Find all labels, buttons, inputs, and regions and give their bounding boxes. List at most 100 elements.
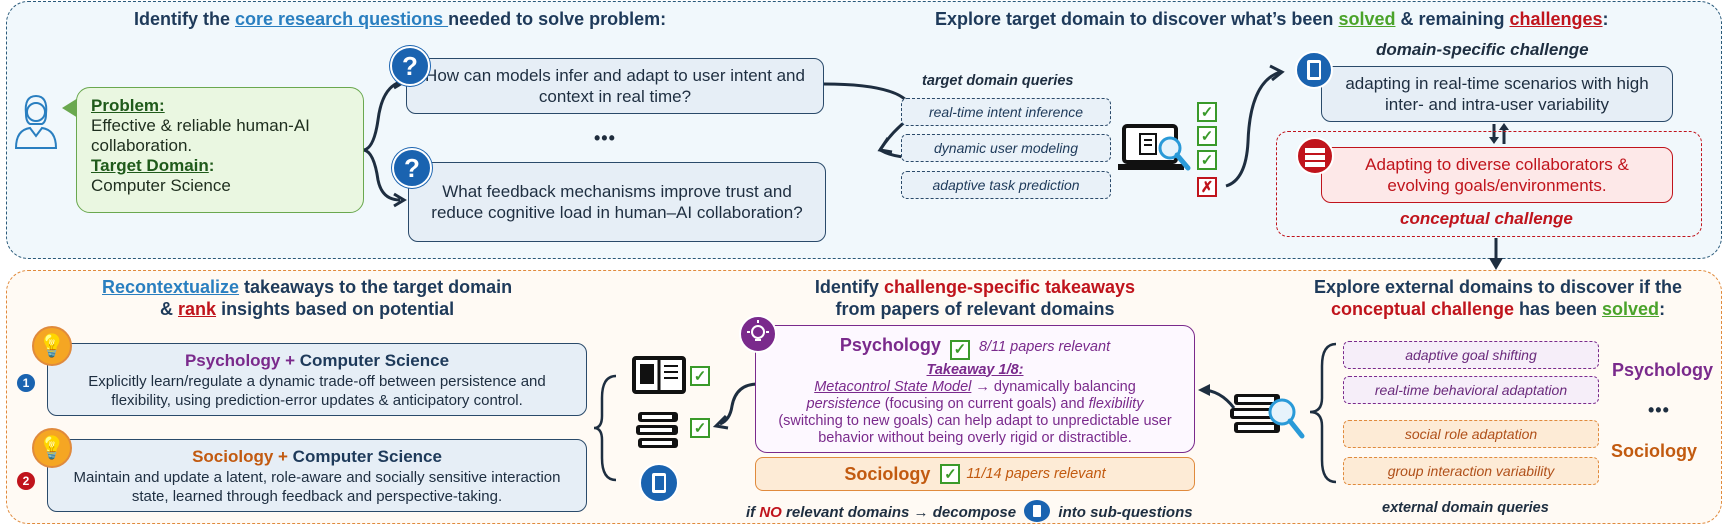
check-icon: ✓	[940, 464, 961, 484]
conceptual-challenge: Adapting to diverse collaborators & evol…	[1321, 147, 1673, 203]
problem-text: Effective & reliable human-AI collaborat…	[91, 116, 310, 155]
takeaway-text-1: (focusing on current goals) and	[880, 395, 1089, 412]
check-icon: ✓	[690, 366, 710, 386]
cross-icon: ✗	[1197, 177, 1217, 197]
check-icon: ✓	[1197, 126, 1217, 146]
insight-card-2: Sociology + Computer Science Maintain an…	[47, 439, 587, 512]
insight-text: Maintain and update a latent, role-aware…	[73, 469, 561, 505]
panel-connector-arrow	[1489, 238, 1503, 270]
sociology-label: Sociology	[1611, 441, 1698, 461]
sociology-domain: Sociology	[844, 463, 931, 484]
takeaway-relevant: 8/11 papers relevant	[978, 339, 1111, 355]
external-query-soc-1: social role adaptation	[1343, 420, 1599, 448]
research-question-1: How can models infer and adapt to user i…	[406, 58, 824, 114]
conceptual-text: Adapting to diverse collaborators & evol…	[1365, 155, 1629, 195]
books-search-icon	[1230, 394, 1305, 439]
heading-text: Explore target domain to discover what’s…	[935, 9, 1339, 29]
domain-dots: •••	[1648, 400, 1670, 420]
book-stack-icon	[636, 412, 678, 448]
heading-text: Identify the	[134, 9, 236, 29]
external-query-psych-2: real-time behavioral adaptation	[1343, 376, 1599, 404]
external-queries-caption: external domain queries	[1382, 500, 1549, 516]
check-icon: ✓	[949, 339, 970, 360]
insight-text: Explicitly learn/regulate a dynamic trad…	[88, 373, 546, 409]
problem-label: Problem:	[91, 96, 165, 115]
check-icon: ✓	[690, 418, 710, 438]
heading-text: :	[1602, 9, 1609, 29]
heading-text: :	[1659, 299, 1666, 319]
domain-colon: :	[208, 156, 215, 175]
sociology-relevant: 11/14 papers relevant	[966, 466, 1106, 482]
heading-text: insights based on potential	[216, 299, 455, 319]
domain-text: Computer Science	[91, 176, 231, 195]
rank-badge-2: 2	[17, 472, 35, 490]
challenges-text: challenges	[1509, 9, 1603, 29]
external-arrow	[1198, 384, 1236, 409]
check-icon: ✓	[1197, 102, 1217, 122]
note-text: into sub-questions	[1054, 504, 1193, 521]
heading-text: takeaways to the target domain	[239, 277, 513, 297]
note-text: relevant domains → decompose	[781, 504, 1021, 521]
note-no: NO	[759, 504, 782, 521]
heading-text: from papers of relevant domains	[835, 299, 1115, 319]
conceptual-challenge-text: conceptual challenge	[1330, 299, 1514, 319]
heading-text: &	[160, 299, 179, 319]
question-icon: ?	[390, 46, 430, 86]
book-icon	[1295, 51, 1333, 89]
lightbulb-icon: 💡	[32, 326, 72, 366]
external-query-soc-2: group interaction variability	[1343, 457, 1599, 485]
note-text: if	[746, 504, 760, 521]
question-text: How can models infer and adapt to user i…	[425, 66, 805, 106]
target-query-1: real-time intent inference	[901, 98, 1111, 126]
bottom-mid-heading: Identify challenge-specific takeaways fr…	[800, 276, 1150, 320]
decompose-note: if NO relevant domains → decompose into …	[746, 500, 1193, 522]
book-circle-icon	[639, 463, 679, 503]
problem-bubble: Problem: Effective & reliable human-AI c…	[76, 87, 364, 213]
idea-icon	[739, 315, 777, 353]
stacked-books-icon	[1296, 137, 1334, 175]
solved-text: solved	[1338, 9, 1396, 29]
domain-specific-caption: domain-specific challenge	[1376, 40, 1589, 59]
heading-text: Identify	[814, 277, 884, 297]
target-query-2: dynamic user modeling	[901, 134, 1111, 162]
top-left-heading: Identify the core research questions nee…	[134, 8, 666, 30]
check-icon: ✓	[1197, 150, 1217, 170]
takeaway-title: Takeaway 1/8:	[926, 361, 1024, 378]
takeaway-word-1: persistence	[806, 395, 881, 412]
heading-text: has been	[1514, 299, 1603, 319]
bottom-left-heading: Recontextualize takeaways to the target …	[102, 276, 512, 320]
insight-domain-a: Sociology	[192, 447, 274, 466]
recontextualize-link: Recontextualize	[102, 277, 240, 297]
insight-card-1: Psychology + Computer Science Explicitly…	[47, 343, 587, 416]
takeaway-arrow	[712, 382, 759, 430]
takeaway-text-2: (switching to new goals) can help adapt …	[778, 412, 1172, 446]
ellipsis: •••	[594, 128, 616, 148]
heading-text: needed to solve problem:	[448, 9, 667, 29]
takeaway-model: Metacontrol State Model	[814, 378, 972, 395]
insight-domain-b: Computer Science	[299, 351, 450, 370]
heading-link: core research questions	[235, 9, 449, 29]
target-queries-caption: target domain queries	[922, 73, 1074, 89]
domain-specific-challenge: adapting in real-time scenarios with hig…	[1321, 66, 1673, 122]
domain-label: Target Domain	[91, 156, 209, 175]
book-inline-icon	[1024, 500, 1051, 522]
external-bracket	[1309, 342, 1337, 484]
speech-tail	[62, 98, 78, 118]
insight-domain-b: Computer Science	[292, 447, 442, 466]
insight-domain-a: Psychology	[184, 351, 281, 370]
bottom-right-heading: Explore external domains to discover if …	[1300, 276, 1696, 320]
takeaways-text: challenge-specific takeaways	[883, 277, 1136, 297]
target-query-3: adaptive task prediction	[901, 171, 1111, 199]
question-icon: ?	[392, 148, 432, 188]
conceptual-caption: conceptual challenge	[1400, 209, 1573, 228]
takeaway-arrow-text: → dynamically balancing	[971, 378, 1136, 395]
user-avatar-icon	[14, 94, 58, 149]
swap-arrows-icon	[1489, 123, 1509, 144]
solved-text: solved	[1602, 299, 1660, 319]
heading-text: Explore external domains to discover if …	[1313, 277, 1683, 297]
external-query-psych-1: adaptive goal shifting	[1343, 341, 1599, 369]
lightbulb-icon: 💡	[32, 428, 72, 468]
takeaway-word-2: flexibility	[1088, 395, 1144, 412]
psychology-label: Psychology	[1612, 360, 1714, 380]
takeaway-domain: Psychology	[839, 335, 941, 355]
